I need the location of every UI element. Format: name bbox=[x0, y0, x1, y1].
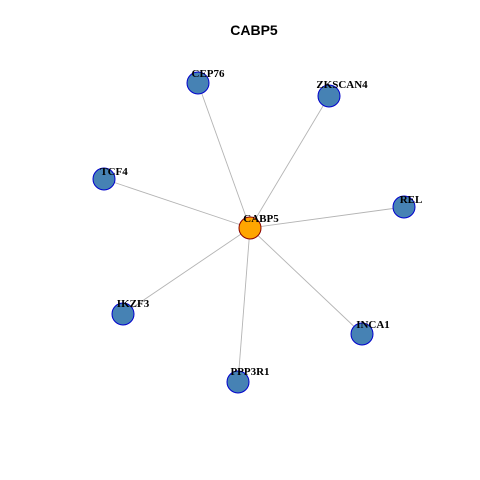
node-label-ikzf3: IKZF3 bbox=[117, 298, 150, 310]
edge-cabp5-zkscan4 bbox=[249, 95, 330, 229]
node-tcf4[interactable] bbox=[92, 167, 116, 191]
hub-node-cabp5[interactable] bbox=[238, 216, 262, 240]
node-label-inca1: INCA1 bbox=[356, 319, 390, 331]
edge-cabp5-cep76 bbox=[197, 82, 251, 229]
node-label-cabp5: CABP5 bbox=[243, 213, 279, 225]
node-rel[interactable] bbox=[392, 195, 416, 219]
edge-cabp5-rel bbox=[249, 206, 405, 229]
edge-cabp5-ppp3r1 bbox=[237, 227, 251, 383]
nodes-layer bbox=[92, 71, 416, 394]
node-label-cep76: CEP76 bbox=[192, 68, 226, 80]
node-label-zkscan4: ZKSCAN4 bbox=[316, 79, 368, 91]
edge-cabp5-inca1 bbox=[249, 227, 363, 335]
node-zkscan4[interactable] bbox=[317, 84, 341, 108]
node-ppp3r1[interactable] bbox=[226, 370, 250, 394]
node-ikzf3[interactable] bbox=[111, 302, 135, 326]
node-inca1[interactable] bbox=[350, 322, 374, 346]
node-cep76[interactable] bbox=[186, 71, 210, 95]
edge-cabp5-ikzf3 bbox=[122, 227, 251, 315]
node-label-rel: REL bbox=[400, 194, 423, 206]
node-label-ppp3r1: PPP3R1 bbox=[230, 366, 269, 378]
edge-cabp5-tcf4 bbox=[103, 178, 251, 229]
diagram-title: CABP5 bbox=[230, 22, 278, 38]
edges-layer bbox=[103, 82, 405, 383]
node-label-tcf4: TCF4 bbox=[100, 166, 128, 178]
